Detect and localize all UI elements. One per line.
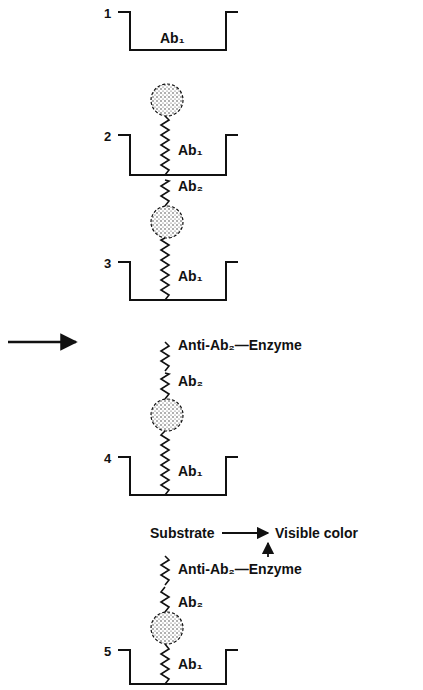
conjugate-label: Anti-Ab₂—Enzyme <box>178 561 302 577</box>
capture-antibody <box>161 238 169 300</box>
antibody-label: Ab₂ <box>178 178 203 194</box>
step-number: 5 <box>104 644 111 660</box>
detection-antibody <box>161 180 169 206</box>
reaction-arrow <box>222 532 268 534</box>
step-number: 2 <box>104 129 111 145</box>
antibodies <box>161 116 169 684</box>
capture-antibody <box>161 116 169 175</box>
detection-antibody <box>161 587 169 612</box>
capture-antibody <box>161 644 169 684</box>
detection-antibody <box>161 373 169 399</box>
well <box>118 135 238 175</box>
antibody-label: Ab₂ <box>178 594 203 610</box>
antibody-label: Ab₁ <box>178 268 202 284</box>
antibody-label: Ab₁ <box>160 30 184 46</box>
antibody-label: Ab₁ <box>178 142 202 158</box>
well <box>118 12 238 50</box>
step-arrow <box>8 341 76 344</box>
antibody-label: Ab₂ <box>178 373 203 389</box>
antibody-label: Ab₁ <box>178 463 202 479</box>
well <box>118 262 238 300</box>
substrate-label: Substrate <box>150 525 215 541</box>
antigen <box>151 612 183 644</box>
capture-antibody <box>161 431 169 495</box>
antigen <box>151 399 183 431</box>
well <box>118 457 238 495</box>
product-label: Visible color <box>275 525 358 541</box>
step-number: 3 <box>104 256 111 272</box>
well <box>118 650 238 684</box>
antibody-label: Ab₁ <box>178 656 202 672</box>
antigen <box>151 206 183 238</box>
antigen <box>151 84 183 116</box>
enzyme-conjugate <box>161 556 169 585</box>
conjugate-label: Anti-Ab₂—Enzyme <box>178 337 302 353</box>
step-number: 4 <box>104 451 111 467</box>
enzyme-conjugate <box>161 342 169 371</box>
step-number: 1 <box>104 6 111 22</box>
antigens <box>151 84 183 644</box>
catalysis-arrow <box>267 543 269 557</box>
